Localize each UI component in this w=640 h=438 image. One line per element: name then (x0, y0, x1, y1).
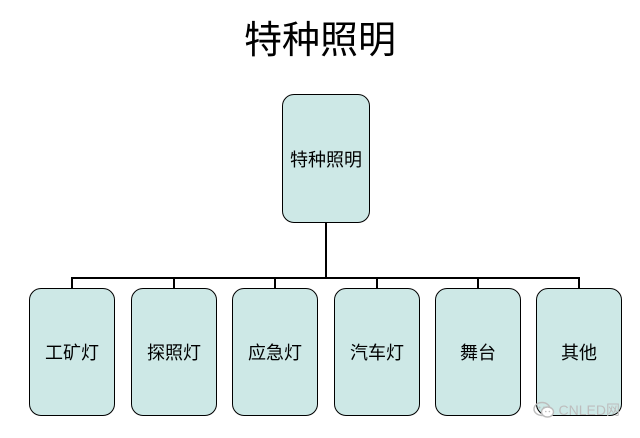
root-node-label: 特种照明 (290, 149, 362, 171)
child-node-label: 探照灯 (147, 343, 201, 364)
child-node-emergency-light: 应急灯 (232, 288, 318, 416)
child-drop-line-5 (477, 277, 479, 289)
child-node-label: 应急灯 (248, 343, 302, 364)
child-drop-line-2 (173, 277, 175, 289)
child-drop-line-6 (578, 277, 580, 289)
child-node-label: 工矿灯 (45, 343, 99, 364)
child-node-label: 舞台 (460, 343, 496, 364)
child-node-car-light: 汽车灯 (334, 288, 420, 416)
child-drop-line-1 (71, 277, 73, 289)
watermark-text: CNLED网 (558, 402, 620, 418)
child-node-mining-lamp: 工矿灯 (29, 288, 115, 416)
wechat-icon (532, 401, 554, 418)
root-node: 特种照明 (282, 94, 370, 223)
child-node-other: 其他 (536, 288, 622, 416)
child-node-label: 其他 (561, 343, 597, 364)
child-node-stage: 舞台 (435, 288, 521, 416)
root-stem-line (325, 223, 327, 278)
watermark: CNLED网 (532, 400, 620, 420)
child-node-searchlight: 探照灯 (131, 288, 217, 416)
child-drop-line-3 (274, 277, 276, 289)
child-node-label: 汽车灯 (350, 343, 404, 364)
page-title: 特种照明 (243, 18, 396, 62)
child-drop-line-4 (376, 277, 378, 289)
horizontal-bus-line (71, 277, 580, 279)
